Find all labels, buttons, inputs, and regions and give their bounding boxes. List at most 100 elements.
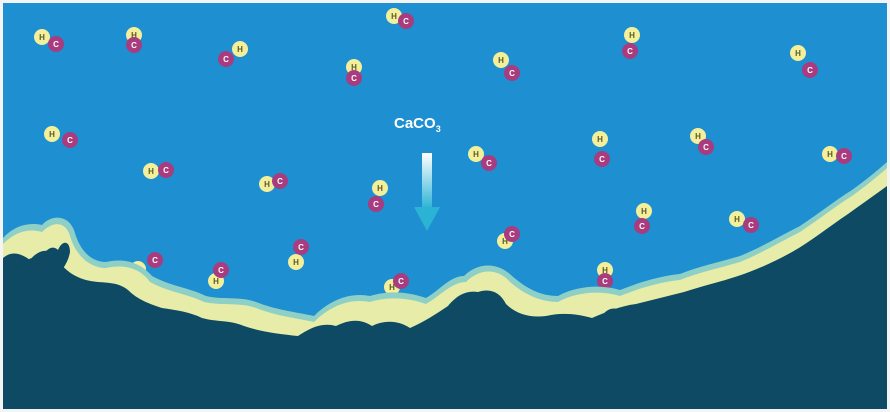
hydrocarbon-molecule-icon: HC (368, 180, 388, 212)
carbon-atom-label: C (703, 143, 709, 152)
hydrogen-atom-label: H (148, 167, 154, 176)
hydrocarbon-molecule-icon: HC (288, 239, 309, 270)
hydrogen-atom-label: H (827, 150, 833, 159)
carbon-atom-label: C (277, 177, 283, 186)
carbon-atom-icon (398, 13, 414, 29)
carbon-atom-label: C (486, 159, 492, 168)
carbon-atom-icon (594, 151, 610, 167)
hydrocarbon-molecule-icon: HC (34, 29, 64, 52)
hydrocarbon-molecule-icon: HC (790, 45, 818, 78)
hydrogen-atom-icon (288, 254, 304, 270)
hydrogen-atom-icon (597, 262, 613, 278)
hydrogen-atom-icon (729, 211, 745, 227)
coral-frond-left (22, 242, 70, 286)
hydrogen-atom-icon (259, 176, 275, 192)
carbon-atom-label: C (218, 266, 224, 275)
carbon-atom-label: C (627, 47, 633, 56)
hydrogen-atom-label: H (293, 258, 299, 267)
hydrocarbon-molecule-icon: HC (729, 211, 759, 233)
carbon-atom-icon (218, 51, 234, 67)
hydrocarbon-molecule-icon: HC (493, 52, 520, 81)
carbon-atom-icon (62, 132, 78, 148)
coral-reef (3, 162, 887, 412)
carbon-atom-icon (393, 273, 409, 289)
carbon-atom-icon (147, 252, 163, 268)
hydrocarbon-molecule-icon: HC (218, 41, 248, 67)
reef-base (3, 186, 887, 412)
hydrogen-atom-label: H (351, 63, 357, 72)
carbon-atom-label: C (841, 152, 847, 161)
hydrogen-atom-label: H (734, 215, 740, 224)
hydrocarbon-molecule-icon: HC (622, 27, 640, 59)
hydrogen-atom-label: H (49, 130, 55, 139)
hydrogen-atom-label: H (264, 180, 270, 189)
carbon-atom-label: C (403, 17, 409, 26)
hydrogen-atom-icon (493, 52, 509, 68)
carbon-atom-icon (698, 139, 714, 155)
carbon-atom-icon (634, 218, 650, 234)
carbon-atom-icon (126, 37, 142, 53)
hydrocarbon-molecule-icon: HC (497, 226, 520, 249)
hydrocarbon-molecule-icon: HC (384, 273, 409, 295)
carbon-atom-label: C (509, 69, 515, 78)
hydrogen-atom-icon (790, 45, 806, 61)
carbon-atom-label: C (163, 166, 169, 175)
hydrogen-atom-icon (822, 146, 838, 162)
hydrogen-atom-label: H (641, 207, 647, 216)
carbon-atom-label: C (599, 155, 605, 164)
hydrocarbon-molecule-icon: HC (386, 8, 414, 29)
carbon-atom-icon (48, 36, 64, 52)
molecule-layer: HCHCHCHCHCHCHCHCHCHCHCHCHCHCHCHCHCHCHCHC… (34, 8, 857, 295)
hydrocarbon-molecule-icon: HC (592, 131, 610, 167)
carbon-atom-label: C (807, 66, 813, 75)
hydrogen-atom-icon (34, 29, 50, 45)
carbon-atom-label: C (509, 230, 515, 239)
hydrogen-atom-icon (468, 146, 484, 162)
hydrogen-atom-label: H (131, 31, 137, 40)
hydrocarbon-molecule-icon: HC (690, 128, 714, 155)
coral-frond-center (468, 291, 507, 342)
hydrogen-atom-label: H (695, 132, 701, 141)
hydrogen-atom-label: H (377, 184, 383, 193)
carbon-atom-icon (504, 65, 520, 81)
carbon-atom-label: C (748, 221, 754, 230)
hydrogen-atom-label: H (629, 31, 635, 40)
carbon-atom-icon (481, 155, 497, 171)
hydrogen-atom-label: H (391, 12, 397, 21)
hydrogen-atom-icon (690, 128, 706, 144)
carbon-atom-label: C (639, 222, 645, 231)
carbon-atom-label: C (53, 40, 59, 49)
carbon-atom-label: C (152, 256, 158, 265)
hydrocarbon-molecule-icon: HC (346, 59, 362, 86)
hydrogen-atom-label: H (597, 135, 603, 144)
formula-label: CaCO3 (394, 115, 441, 134)
carbon-atom-label: C (67, 136, 73, 145)
carbon-atom-icon (836, 148, 852, 164)
formula-subscript: 3 (436, 124, 441, 134)
carbon-atom-icon (802, 62, 818, 78)
carbon-atom-label: C (398, 277, 404, 286)
carbon-atom-icon (743, 217, 759, 233)
frame-bottom (0, 409, 890, 412)
carbon-atom-label: C (373, 200, 379, 209)
hydrogen-atom-icon (624, 27, 640, 43)
carbon-atom-label: C (602, 277, 608, 286)
hydrogen-atom-icon (592, 131, 608, 147)
carbon-atom-label: C (298, 243, 304, 252)
carbon-atom-icon (597, 273, 613, 289)
hydrogen-atom-label: H (502, 237, 508, 246)
carbon-atom-icon (158, 162, 174, 178)
hydrogen-atom-icon (372, 180, 388, 196)
hydrogen-atom-label: H (39, 33, 45, 42)
hydrocarbon-molecule-icon: HC (208, 262, 229, 289)
hydrogen-atom-icon (636, 203, 652, 219)
carbon-atom-label: C (351, 74, 357, 83)
carbon-atom-icon (293, 239, 309, 255)
hydrocarbon-molecule-icon: HC (126, 27, 142, 53)
hydrogen-atom-label: H (498, 56, 504, 65)
hydrogen-atom-label: H (213, 277, 219, 286)
hydrocarbon-molecule-icon: HC (634, 203, 652, 234)
